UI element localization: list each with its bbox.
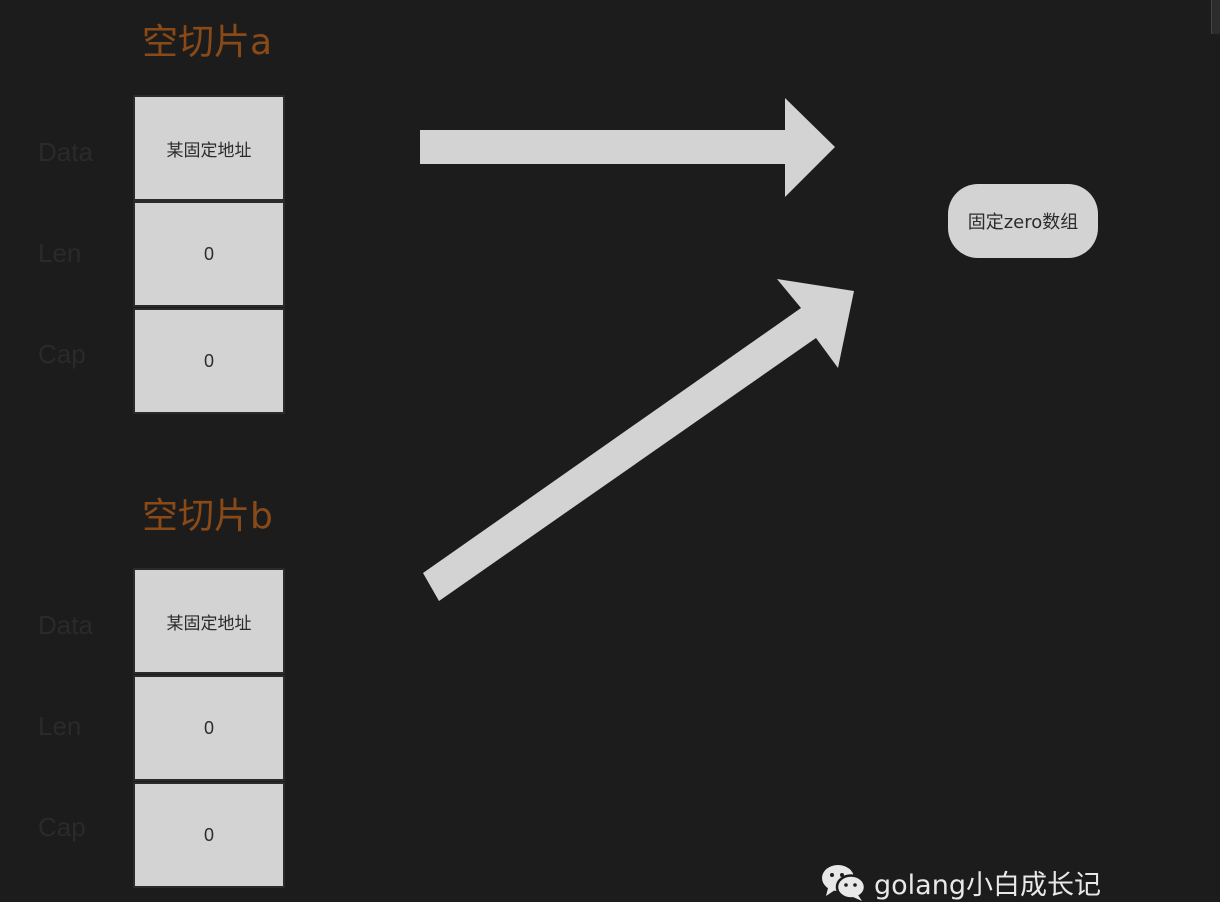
- slice-b-data-value: 某固定地址: [166, 613, 252, 634]
- slice-b-cap-label: Cap: [38, 812, 86, 842]
- slice-b-cap-value: 0: [203, 824, 214, 845]
- slice-b-len-value: 0: [203, 717, 214, 738]
- slice-b-data-label: Data: [38, 610, 93, 640]
- zero-array-label: 固定zero数组: [967, 212, 1079, 233]
- scrollbar-stub[interactable]: [1211, 0, 1220, 34]
- watermark-text: golang小白成长记: [874, 869, 1101, 901]
- watermark: golang小白成长记: [820, 862, 1101, 902]
- slice-b-data-cell: 某固定地址: [133, 568, 285, 674]
- slice-b-len-label: Len: [38, 711, 82, 741]
- slice-b-title: 空切片b: [142, 496, 273, 537]
- slice-a-len-value: 0: [203, 243, 214, 264]
- slice-a-cap-cell: 0: [133, 308, 285, 414]
- slice-a-len-cell: 0: [133, 201, 285, 307]
- slice-a-cap-value: 0: [203, 350, 214, 371]
- slice-a-title: 空切片a: [142, 22, 273, 63]
- wechat-icon: [822, 865, 867, 901]
- slice-a-cap-label: Cap: [38, 339, 86, 369]
- slice-b-len-cell: 0: [133, 675, 285, 781]
- slice-a-data-cell: 某固定地址: [133, 95, 285, 201]
- slice-a-data-value: 某固定地址: [166, 140, 252, 161]
- zero-array-node: 固定zero数组: [948, 184, 1098, 258]
- arrow-b-to-zero-array: [423, 279, 854, 601]
- arrow-a-to-zero-array: [420, 98, 835, 197]
- slice-a-data-label: Data: [38, 137, 93, 167]
- slice-a-len-label: Len: [38, 238, 82, 268]
- slice-b-cap-cell: 0: [133, 782, 285, 888]
